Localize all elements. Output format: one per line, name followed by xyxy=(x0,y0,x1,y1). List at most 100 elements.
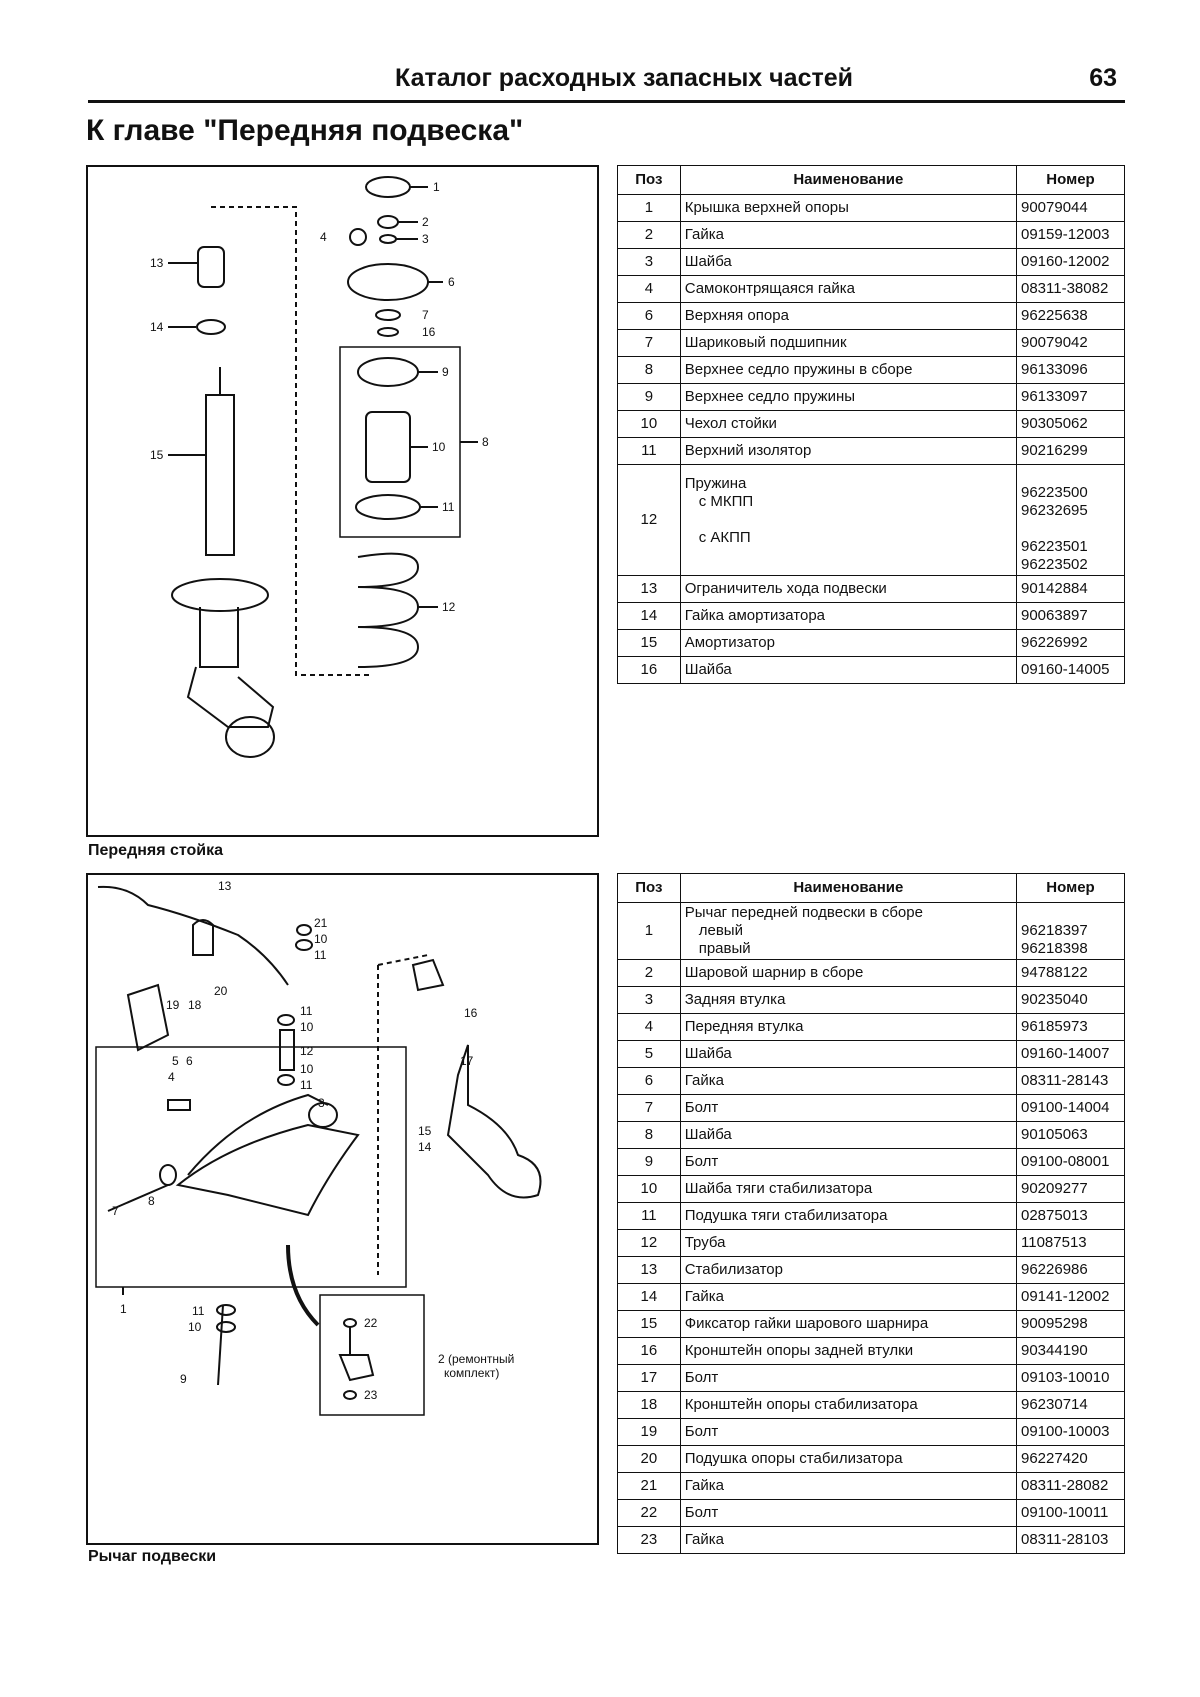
column-header-name: Наименование xyxy=(679,165,1018,195)
cell-pos: 8 xyxy=(617,356,681,384)
cell-name: Болт xyxy=(679,1499,1018,1527)
table-body: 1 Рычаг передней подвески в сборе левый … xyxy=(617,902,1125,1554)
callout: 11 xyxy=(300,1078,313,1092)
arm-right: правый xyxy=(698,940,751,957)
cell-number: 96133097 xyxy=(1016,383,1125,411)
arm-left: левый xyxy=(698,922,743,939)
cell-name: Пружина с МКПП с АКПП xyxy=(679,464,1018,576)
cell-pos: 7 xyxy=(617,1094,681,1122)
cell-name: Шайба тяги стабилизатора xyxy=(679,1175,1018,1203)
cell-name: Шаровой шарнир в сборе xyxy=(679,959,1018,987)
cell-number: 09103-10010 xyxy=(1016,1364,1125,1392)
cell-name: Гайка xyxy=(679,1526,1018,1554)
suspension-arm-diagram: 13 21 10 11 11 10 12 10 11 19 18 20 5 6 … xyxy=(86,873,599,1545)
cell-pos: 3 xyxy=(617,986,681,1014)
spring-number: 96223500 xyxy=(1021,484,1088,501)
cell-pos: 13 xyxy=(617,1256,681,1284)
column-header-number: Номер xyxy=(1016,165,1125,195)
cell-pos: 13 xyxy=(617,575,681,603)
cell-number: 02875013 xyxy=(1016,1202,1125,1230)
cell-pos: 4 xyxy=(617,275,681,303)
cell-pos: 9 xyxy=(617,1148,681,1176)
cell-pos: 14 xyxy=(617,1283,681,1311)
cell-number: 90079044 xyxy=(1016,194,1125,222)
cell-name: Болт xyxy=(679,1418,1018,1446)
cell-pos: 14 xyxy=(617,602,681,630)
cell-number: 08311-28143 xyxy=(1016,1067,1125,1095)
column-header-pos: Поз xyxy=(617,165,681,195)
cell-pos: 9 xyxy=(617,383,681,411)
cell-number: 09100-10011 xyxy=(1016,1499,1125,1527)
cell-name: Верхний изолятор xyxy=(679,437,1018,465)
callout: 15 xyxy=(150,448,164,462)
header-title: Каталог расходных запасных частей xyxy=(395,64,853,92)
callout: 5 xyxy=(172,1054,179,1068)
cell-name: Верхнее седло пружины в сборе xyxy=(679,356,1018,384)
cell-name: Шайба xyxy=(679,1121,1018,1149)
front-strut-drawing: 1 2 3 4 6 7 16 9 10 11 8 12 13 14 15 xyxy=(150,176,489,758)
cell-pos: 6 xyxy=(617,302,681,330)
callout: 2 xyxy=(422,215,429,229)
cell-name: Ограничитель хода подвески xyxy=(679,575,1018,603)
cell-name: Шайба xyxy=(679,656,1018,684)
cell-number: 90209277 xyxy=(1016,1175,1125,1203)
cell-name: Стабилизатор xyxy=(679,1256,1018,1284)
callout: 10 xyxy=(188,1320,202,1334)
cell-pos: 18 xyxy=(617,1391,681,1419)
callout: 4 xyxy=(320,230,327,244)
bump-stop xyxy=(197,246,225,288)
callout: 21 xyxy=(314,916,328,930)
cell-name: Гайка xyxy=(679,1472,1018,1500)
cell-pos: 12 xyxy=(617,1229,681,1257)
callout: 12 xyxy=(442,600,456,614)
front-strut-diagram: 1 2 3 4 6 7 16 9 10 11 8 12 13 14 15 xyxy=(86,165,599,837)
cell-pos: 16 xyxy=(617,656,681,684)
cell-number: 09160-14005 xyxy=(1016,656,1125,684)
cell-name: Рычаг передней подвески в сборе левый пр… xyxy=(679,902,1018,960)
cell-pos: 12 xyxy=(617,464,681,576)
cell-pos: 4 xyxy=(617,1013,681,1041)
cell-pos: 1 xyxy=(617,902,681,960)
cell-pos: 21 xyxy=(617,1472,681,1500)
stabilizer-bar xyxy=(97,885,289,986)
spring-variant-auto: с АКПП xyxy=(698,529,751,546)
cell-name: Подушка тяги стабилизатора xyxy=(679,1202,1018,1230)
shock-absorber-body xyxy=(205,394,235,556)
callout: 11 xyxy=(300,1004,313,1018)
cell-pos: 16 xyxy=(617,1337,681,1365)
cell-pos: 2 xyxy=(617,221,681,249)
callout: 8 xyxy=(148,1194,155,1208)
spring-variant-manual: с МКПП xyxy=(698,493,754,510)
cell-pos: 7 xyxy=(617,329,681,357)
spring-number: 96232695 xyxy=(1021,502,1088,519)
page-number: 63 xyxy=(1089,64,1117,92)
arm-name: Рычаг передней подвески в сборе xyxy=(684,904,923,921)
callout: 14 xyxy=(418,1140,432,1154)
spring-name: Пружина xyxy=(684,475,747,492)
cell-number: 96225638 xyxy=(1016,302,1125,330)
cell-number: 11087513 xyxy=(1016,1229,1125,1257)
callout: 16 xyxy=(464,1006,478,1020)
cell-number: 08311-28082 xyxy=(1016,1472,1125,1500)
cell-number: 90105063 xyxy=(1016,1121,1125,1149)
